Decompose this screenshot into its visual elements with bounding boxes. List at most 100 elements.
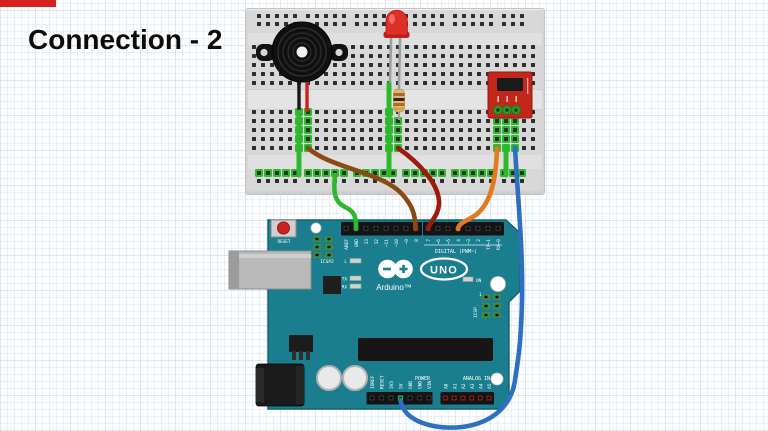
breadboard-hole [396,45,400,49]
breadboard-hole [486,45,490,49]
pin-label: A4 [479,383,485,389]
rail-hole [355,22,359,26]
pin-label: A2 [461,383,467,389]
breadboard-hole [432,137,436,141]
rail-hole [315,14,319,18]
led-anode-leg [397,36,402,89]
breadboard-hole [513,119,517,123]
rail-hole [257,14,261,18]
led-cathode-leg [388,36,393,85]
breadboard-hole [360,54,364,58]
accent-bar [0,0,56,7]
pin-label: GND [354,239,360,247]
reset-button[interactable] [270,219,297,238]
rail-hole [480,171,484,175]
breadboard-hole [396,54,400,58]
rail-hole [373,171,377,175]
breadboard-hole [270,110,274,114]
rail-hole [364,14,368,18]
breadboard-hole [423,110,427,114]
wire-buzzer-to-pin8[interactable] [305,145,418,232]
breadboard-hole [270,146,274,150]
rail-hole [404,179,408,183]
digital-label: DIGITAL (PWM~) [435,249,477,255]
breadboard-hole [369,146,373,150]
breadboard-hole [342,119,346,123]
breadboard-hole [369,72,373,76]
rail-hole [471,14,475,18]
breadboard-hole [324,146,328,150]
rail-hole [422,22,426,26]
pin-label: ~3 [466,239,472,245]
mounting-hole [490,372,504,386]
pin-label: 4 [456,239,462,242]
breadboard-hole [432,72,436,76]
breadboard-hole [441,81,445,85]
piezo-buzzer [256,21,348,112]
pin-label: AREF [344,239,350,250]
breadboard-hole [351,45,355,49]
breadboard-hole [423,63,427,67]
breadboard-hole [360,72,364,76]
pin-label: RESET [380,375,386,389]
breadboard-hole [405,137,409,141]
breadboard-hole [486,63,490,67]
breadboard-hole [351,54,355,58]
breadboard-hole [468,81,472,85]
jumper-wires [296,81,525,430]
wire-sensor-to-pin4[interactable] [455,145,500,232]
rail-hole [257,22,261,26]
page-title: Connection - 2 [28,24,223,55]
breadboard-hole [423,72,427,76]
rail-hole [489,14,493,18]
rail-hole [275,171,279,175]
breadboard-hole [333,63,337,67]
breadboard-hole [432,81,436,85]
breadboard-hole [333,137,337,141]
rail-hole [324,22,328,26]
breadboard-hole [531,72,535,76]
breadboard-hole [252,45,256,49]
breadboard-hole [477,72,481,76]
rail-hole [511,179,515,183]
pin-label: 7 [426,239,432,242]
breadboard-hole [333,110,337,114]
rail-hole [520,171,524,175]
breadboard-hole [270,137,274,141]
led-rx-label: RX [342,285,348,291]
rail-hole [404,171,408,175]
breadboard-hole [459,119,463,123]
rail-hole [284,179,288,183]
rail-hole [382,171,386,175]
breadboard-hole [333,72,337,76]
breadboard-hole [270,72,274,76]
breadboard-hole [468,146,472,150]
breadboard-hole [450,146,454,150]
rail-hole [266,14,270,18]
analog-in-label: ANALOG IN [463,376,490,382]
breadboard-hole [252,146,256,150]
breadboard-hole [360,128,364,132]
rail-hole [489,179,493,183]
breadboard-hole [423,137,427,141]
breadboard-hole [405,63,409,67]
rail-hole [266,22,270,26]
breadboard-hole [513,128,517,132]
breadboard-hole [405,72,409,76]
wire-led-to-pin7[interactable] [395,145,442,232]
rail-hole [489,171,493,175]
breadboard-hole [495,63,499,67]
rail-hole [471,179,475,183]
rail-hole [364,179,368,183]
breadboard-hole [396,128,400,132]
breadboard-hole [288,110,292,114]
breadboard-hole [414,81,418,85]
breadboard-hole [432,119,436,123]
rail-hole [342,171,346,175]
wire-rail-to-gnd-pin[interactable] [332,172,359,232]
rail-hole [462,179,466,183]
wire-sensor-to-5v[interactable] [398,145,525,430]
breadboard-hole [342,128,346,132]
